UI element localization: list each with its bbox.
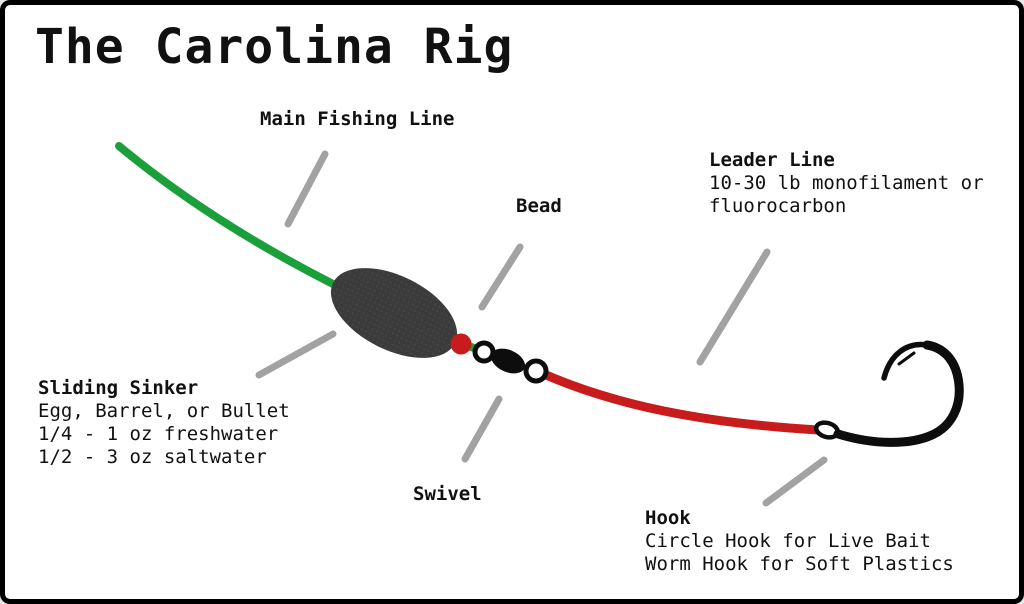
leader-line-label: Leader Line bbox=[709, 149, 835, 171]
pointer-main-line bbox=[284, 150, 329, 228]
pointer-leader-line bbox=[696, 248, 771, 366]
hook-desc-2: Worm Hook for Soft Plastics bbox=[645, 553, 954, 575]
rig-illustration bbox=[115, 142, 964, 507]
hook-barb bbox=[897, 351, 916, 366]
callout-pointers bbox=[255, 150, 828, 507]
sliding-sinker-shape bbox=[330, 268, 458, 358]
label-main-fishing-line: Main Fishing Line bbox=[260, 108, 454, 131]
sinker-desc-1: Egg, Barrel, or Bullet bbox=[38, 400, 290, 422]
hook-point bbox=[881, 341, 930, 381]
swivel-ring-left bbox=[472, 340, 496, 364]
main-line-label: Main Fishing Line bbox=[260, 108, 455, 130]
bead-shape bbox=[450, 333, 472, 355]
swivel-ring-right bbox=[523, 358, 549, 384]
hook-desc-1: Circle Hook for Live Bait bbox=[645, 530, 931, 552]
label-bead: Bead bbox=[516, 195, 562, 218]
sinker-label: Sliding Sinker bbox=[38, 377, 199, 399]
hook-shape bbox=[814, 340, 964, 447]
leader-line-path bbox=[532, 366, 823, 435]
sinker-desc-2: 1/4 - 1 oz freshwater bbox=[38, 423, 279, 445]
leader-line-desc-1: 10-30 lb monofilament or bbox=[709, 172, 984, 194]
pointer-hook bbox=[762, 456, 828, 507]
leader-line-desc-2: fluorocarbon bbox=[709, 195, 847, 217]
bead-label: Bead bbox=[516, 195, 562, 217]
label-swivel: Swivel bbox=[413, 483, 482, 506]
swivel-body bbox=[490, 348, 526, 374]
hook-label: Hook bbox=[645, 507, 691, 529]
pointer-sinker bbox=[255, 330, 337, 379]
page-title: The Carolina Rig bbox=[35, 19, 514, 75]
hook-bend bbox=[833, 340, 964, 447]
pointer-bead bbox=[478, 243, 524, 311]
swivel-shape bbox=[472, 340, 549, 384]
swivel-label: Swivel bbox=[413, 483, 482, 505]
label-leader-line: Leader Line 10-30 lb monofilament or flu… bbox=[709, 149, 984, 218]
label-sliding-sinker: Sliding Sinker Egg, Barrel, or Bullet 1/… bbox=[38, 377, 290, 469]
label-hook: Hook Circle Hook for Live Bait Worm Hook… bbox=[645, 507, 954, 576]
sinker-desc-3: 1/2 - 3 oz saltwater bbox=[38, 446, 267, 468]
pointer-swivel bbox=[461, 395, 503, 463]
